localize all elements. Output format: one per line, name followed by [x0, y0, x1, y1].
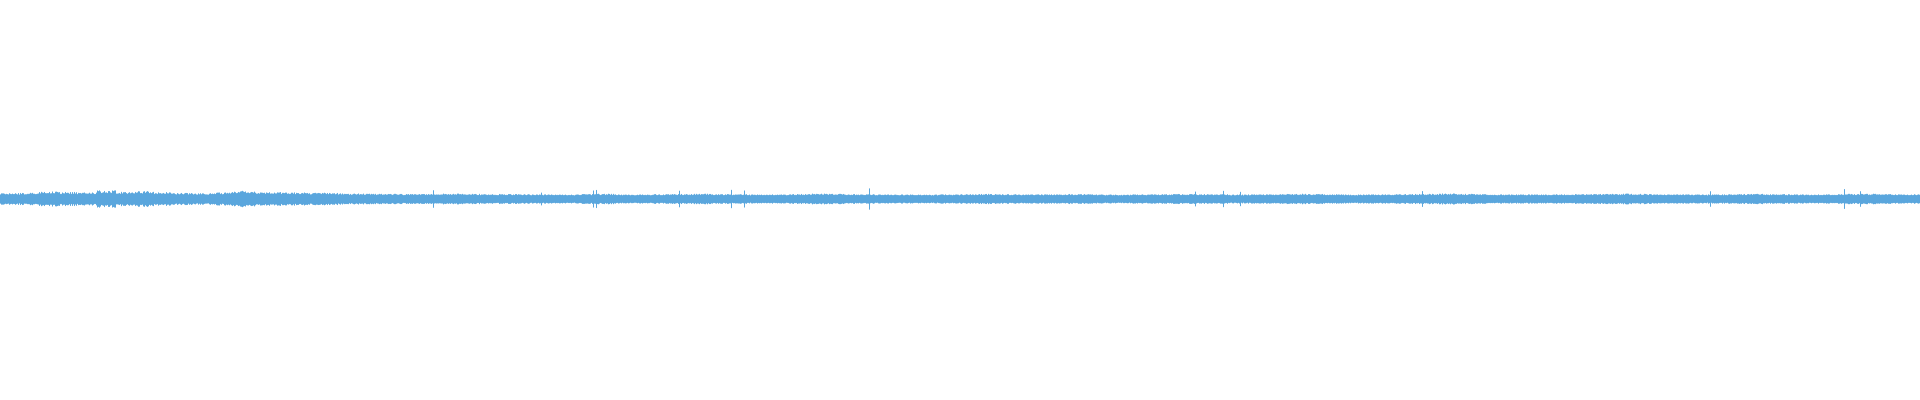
waveform-trace — [0, 188, 1920, 210]
